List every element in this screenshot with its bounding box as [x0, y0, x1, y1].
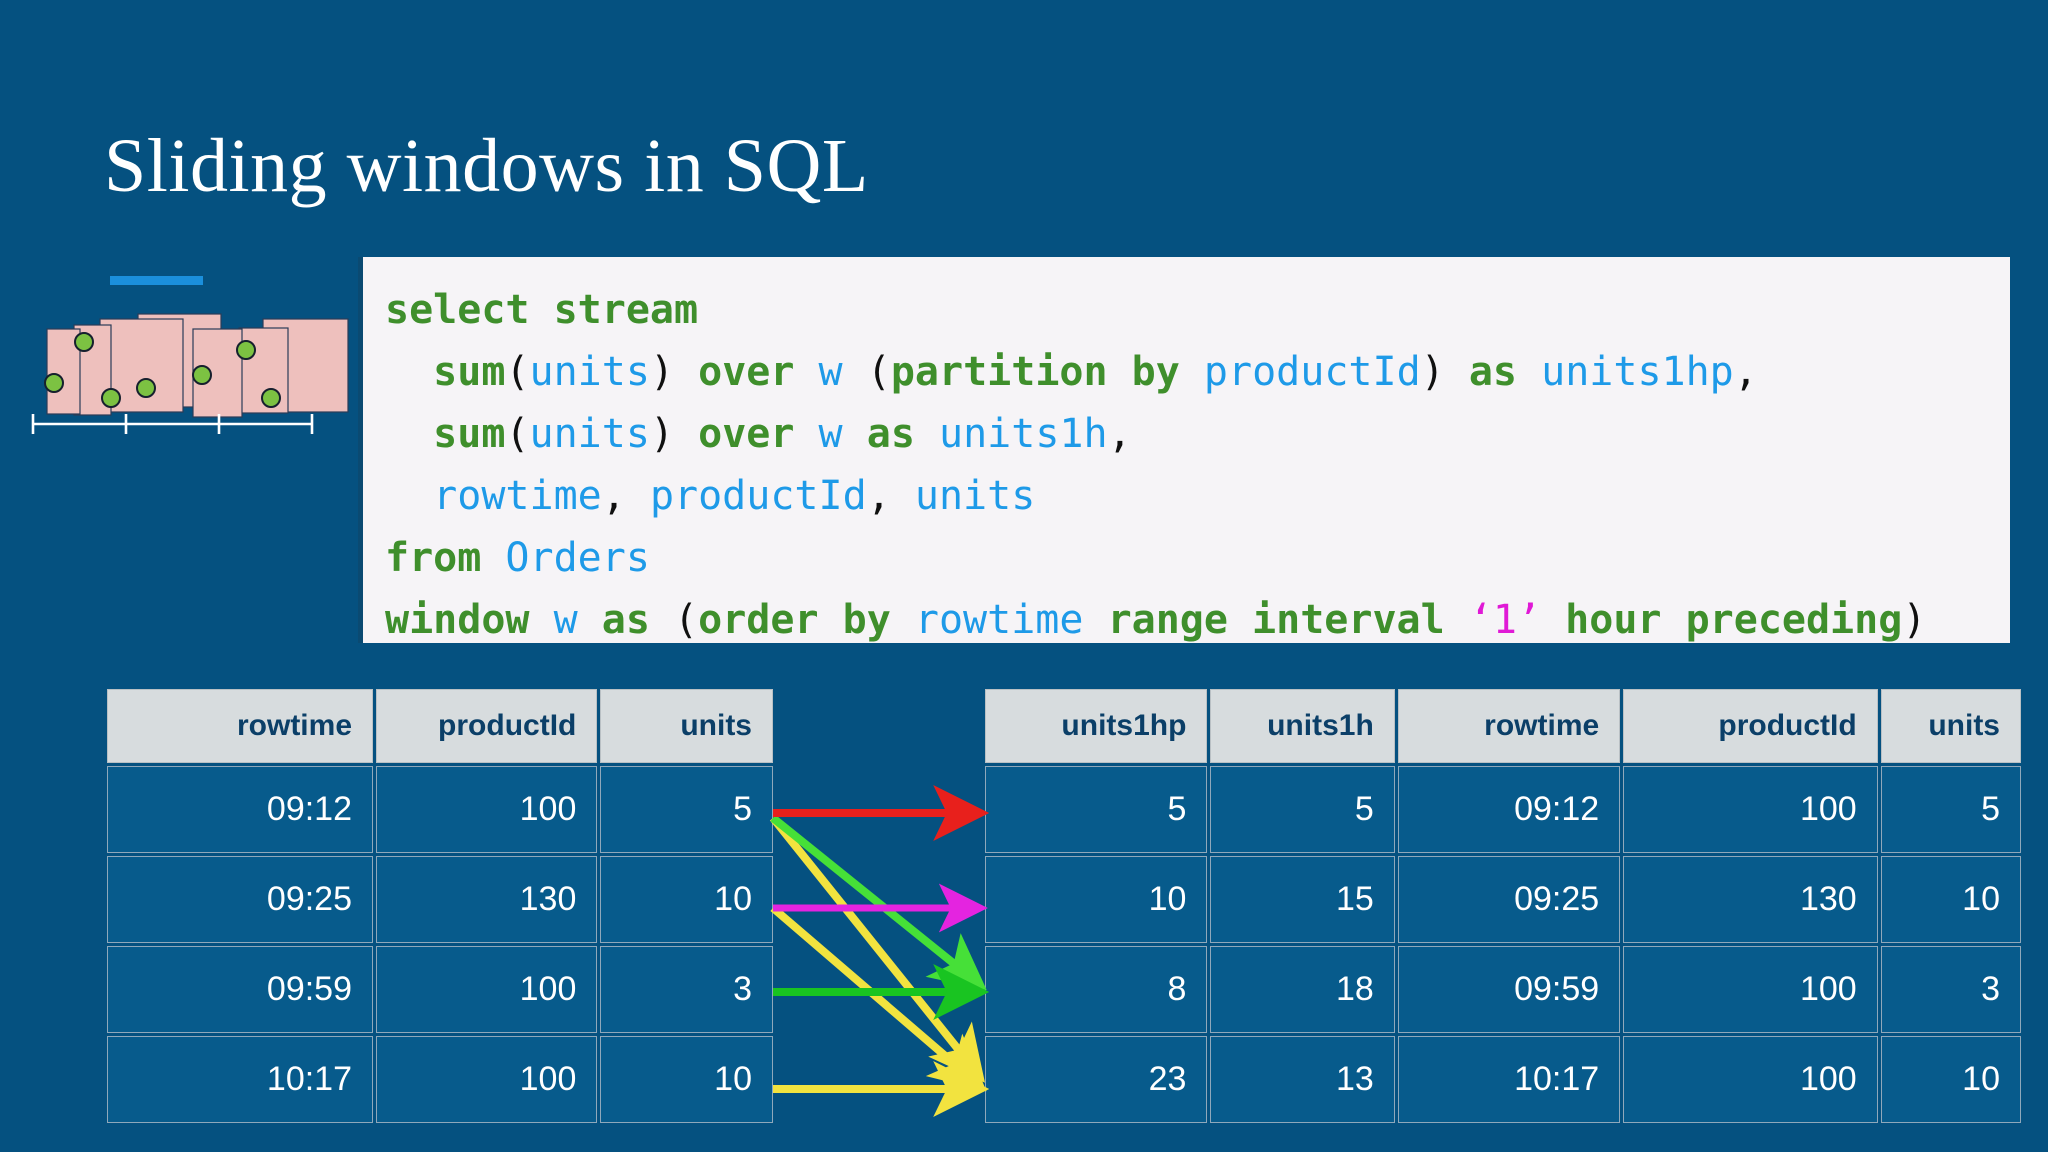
- cell-productid: 130: [376, 856, 598, 943]
- cell-productid: 100: [376, 1036, 598, 1123]
- column-header-units1hp: units1hp: [985, 689, 1208, 763]
- event-dots: [44, 332, 281, 408]
- table-row: 09:25 130 10: [107, 856, 773, 943]
- cell-rowtime: 10:17: [1397, 1036, 1621, 1123]
- arrow-row2-to-4-yellow: [770, 904, 987, 1092]
- timeline-axis: [31, 414, 314, 434]
- cell-units: 5: [600, 766, 773, 853]
- sql-code-block: select stream sum(units) over w (partiti…: [358, 257, 2010, 643]
- cell-rowtime: 10:17: [107, 1036, 374, 1123]
- cell-units: 3: [600, 946, 773, 1033]
- column-header-units1h: units1h: [1210, 689, 1395, 763]
- cell-units1hp: 8: [985, 946, 1208, 1033]
- input-stream-table: rowtime productId units 09:12 100 5 09:2…: [104, 686, 776, 1126]
- cell-units: 5: [1880, 766, 2021, 853]
- cell-rowtime: 09:12: [107, 766, 374, 853]
- cell-rowtime: 09:59: [1397, 946, 1621, 1033]
- page-title: Sliding windows in SQL: [104, 124, 869, 208]
- arrow-row1-to-3-green: [770, 814, 987, 991]
- cell-productid: 130: [1623, 856, 1878, 943]
- table-row: 10 15 09:25 130 10: [985, 856, 2021, 943]
- code-line-4: rowtime, productId, units: [433, 473, 1036, 519]
- arrow-row1-to-4-yellow: [769, 815, 986, 1083]
- cell-units: 10: [600, 1036, 773, 1123]
- cell-units1hp: 5: [985, 766, 1208, 853]
- code-line-1: select stream: [385, 287, 699, 333]
- cell-productid: 100: [1623, 946, 1878, 1033]
- column-header-units: units: [1880, 689, 2021, 763]
- code-line-5: from Orders: [385, 535, 650, 581]
- cell-productid: 100: [1623, 766, 1878, 853]
- column-header-rowtime: rowtime: [1397, 689, 1621, 763]
- cell-units: 10: [1880, 1036, 2021, 1123]
- sliding-windows-diagram-icon: [31, 276, 349, 434]
- table-row: 09:12 100 5: [107, 766, 773, 853]
- table-row: 23 13 10:17 100 10: [985, 1036, 2021, 1123]
- column-header-units: units: [600, 689, 773, 763]
- table-header-row: units1hp units1h rowtime productId units: [985, 689, 2021, 763]
- table-row: 8 18 09:59 100 3: [985, 946, 2021, 1033]
- cell-rowtime: 09:25: [107, 856, 374, 943]
- table-header-row: rowtime productId units: [107, 689, 773, 763]
- cell-units1h: 5: [1210, 766, 1395, 853]
- cell-units1hp: 23: [985, 1036, 1208, 1123]
- column-header-productid: productId: [1623, 689, 1878, 763]
- code-line-3: sum(units) over w as units1h,: [433, 411, 1132, 457]
- table-row: 5 5 09:12 100 5: [985, 766, 2021, 853]
- cell-rowtime: 09:25: [1397, 856, 1621, 943]
- table-row: 10:17 100 10: [107, 1036, 773, 1123]
- table-row: 09:59 100 3: [107, 946, 773, 1033]
- column-header-rowtime: rowtime: [107, 689, 374, 763]
- cell-units: 10: [1880, 856, 2021, 943]
- cell-units1h: 13: [1210, 1036, 1395, 1123]
- column-header-productid: productId: [376, 689, 598, 763]
- accent-bar: [110, 276, 203, 285]
- cell-units: 10: [600, 856, 773, 943]
- window-panes: [46, 313, 349, 418]
- output-stream-table: units1hp units1h rowtime productId units…: [982, 686, 2024, 1126]
- cell-units1h: 15: [1210, 856, 1395, 943]
- code-line-2: sum(units) over w (partition by productI…: [433, 349, 1758, 395]
- code-line-6: window w as (order by rowtime range inte…: [385, 597, 1927, 643]
- cell-rowtime: 09:59: [107, 946, 374, 1033]
- cell-units: 3: [1880, 946, 2021, 1033]
- cell-units1h: 18: [1210, 946, 1395, 1033]
- cell-units1hp: 10: [985, 856, 1208, 943]
- cell-rowtime: 09:12: [1397, 766, 1621, 853]
- cell-productid: 100: [1623, 1036, 1878, 1123]
- cell-productid: 100: [376, 946, 598, 1033]
- cell-productid: 100: [376, 766, 598, 853]
